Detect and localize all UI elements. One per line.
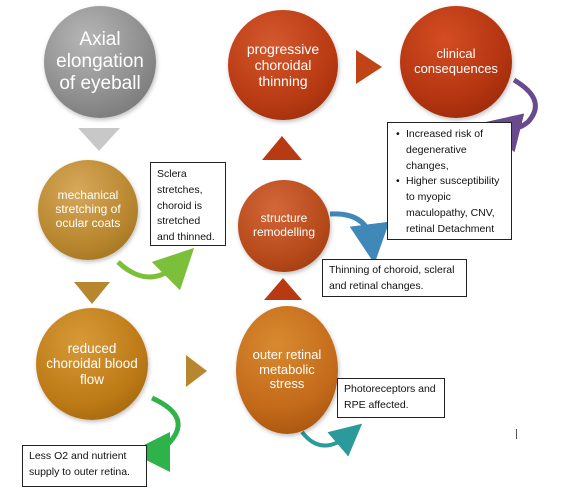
- arrow-down-mechanical-to-reduced: [74, 282, 110, 304]
- arrow-right-progressive-to-clinical: [356, 50, 382, 84]
- curved-arrow-mechanical-to-sclera-note: [116, 247, 195, 291]
- divider-mark: [516, 429, 517, 439]
- node-reduced-label: reduced choroidal blood flow: [46, 340, 138, 387]
- node-axial-elongation: Axial elongation of eyeball: [44, 6, 156, 118]
- node-progressive-choroidal-thinning: progressive choroidal thinning: [228, 10, 338, 120]
- arrow-up-outer-to-structure: [264, 278, 302, 300]
- curved-arrow-structure-to-thinning-note: [329, 211, 390, 264]
- curved-arrow-reduced-to-less-o2-note: [130, 395, 181, 472]
- note-less-text: Less O2 and nutrient supply to outer ret…: [29, 450, 130, 478]
- node-axial-label: Axial elongation of eyeball: [56, 29, 144, 94]
- node-outer-label: outer retinal metabolic stress: [252, 346, 322, 392]
- note-thinning-text: Thinning of choroid, scleral and retinal…: [329, 264, 455, 292]
- note-clinical-consequences: Increased risk of degenerative changes, …: [387, 122, 512, 240]
- node-structure-label: structure remodelling: [252, 211, 316, 239]
- arrow-down-axial-to-mechanical: [78, 128, 120, 151]
- node-structure-remodelling: structure remodelling: [238, 180, 330, 272]
- clinical-list-item: Increased risk of degenerative changes,: [396, 127, 505, 174]
- note-photo-text: Photoreceptors and RPE affected.: [344, 383, 436, 411]
- curved-arrow-outer-to-photo-note: [300, 423, 363, 457]
- note-photoreceptors: Photoreceptors and RPE affected.: [337, 378, 445, 418]
- node-progressive-label: progressive choroidal thinning: [246, 40, 320, 90]
- node-clinical-consequences: clinical consequences: [400, 6, 512, 118]
- note-less-o2: Less O2 and nutrient supply to outer ret…: [22, 445, 147, 487]
- node-outer-retinal-stress: outer retinal metabolic stress: [236, 306, 338, 434]
- note-sclera-stretches: Sclera stretches, choroid is stretched a…: [150, 162, 226, 246]
- clinical-list-item: Higher susceptibility to myopic maculopa…: [396, 174, 505, 237]
- note-thinning-changes: Thinning of choroid, scleral and retinal…: [322, 259, 467, 297]
- note-sclera-text: Sclera stretches, choroid is stretched a…: [157, 168, 215, 243]
- arrow-up-structure-to-progressive: [262, 136, 302, 160]
- node-reduced-blood-flow: reduced choroidal blood flow: [36, 308, 148, 420]
- node-clinical-label: clinical consequences: [414, 46, 498, 76]
- node-mechanical-stretching: mechanical stretching of ocular coats: [38, 160, 138, 260]
- clinical-list: Increased risk of degenerative changes, …: [394, 127, 505, 237]
- node-mechanical-label: mechanical stretching of ocular coats: [55, 188, 121, 230]
- arrow-right-reduced-to-outer: [186, 355, 207, 387]
